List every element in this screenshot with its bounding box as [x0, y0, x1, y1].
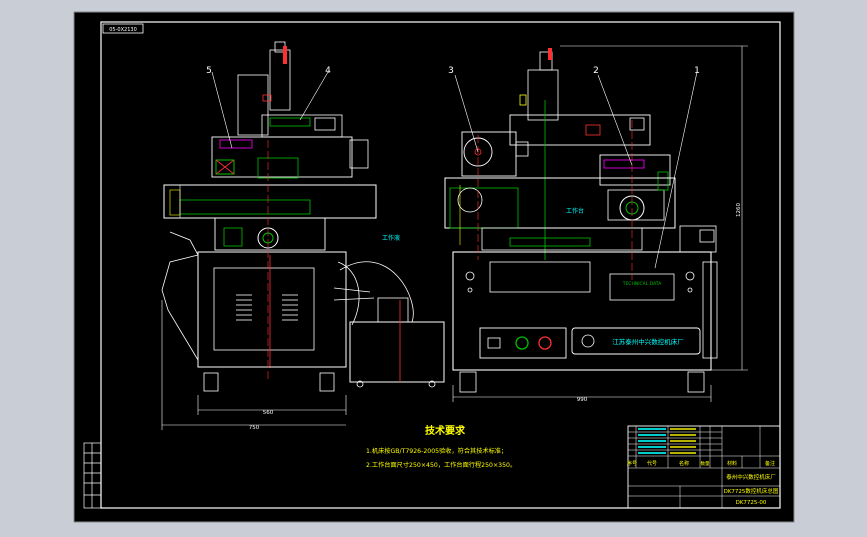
dim-height-right: 1260	[736, 203, 742, 217]
parts-row-3	[638, 440, 666, 442]
dim-width-right: 990	[577, 397, 588, 403]
company-name: 泰州中兴数控机床厂	[726, 473, 776, 481]
parts-row-4	[638, 446, 666, 448]
balloon-3: 3	[448, 66, 454, 76]
code-box-text: 05-0X2130	[109, 27, 137, 33]
header-col-4: 数量	[701, 460, 710, 467]
margin-block	[83, 442, 102, 509]
balloon-5: 5	[206, 66, 212, 76]
balloon-labels: 5 4 3 2 1	[206, 66, 700, 76]
header-col-2: 代号	[647, 460, 657, 467]
nameplate-text: TECHNICAL DATA	[622, 281, 662, 287]
header-col-3: 名称	[679, 460, 689, 467]
header-col-6: 备注	[765, 460, 775, 467]
tech-requirement-line-1: 1.机床按GB/T7926-2005验收，符合其技术标准；	[366, 447, 507, 455]
code-box	[102, 23, 144, 34]
callout-hose: 工作液	[382, 234, 400, 242]
front-label-text: 江苏泰州中兴数控机床厂	[612, 337, 684, 346]
front-view: TECHNICAL DATA 江苏泰州中兴数控机床厂	[211, 45, 748, 402]
drawing-sheet	[73, 11, 795, 523]
front-label-panel	[571, 327, 701, 355]
balloon-4: 4	[325, 66, 331, 76]
callout-table: 工作台	[566, 207, 584, 215]
title-block: 序号 代号 名称 数量 材料 备注 泰州中兴数控机床厂 DK7725数控机床总图…	[627, 425, 781, 509]
drawing-border	[100, 21, 781, 509]
tech-requirement-line-2: 2.工作台面尺寸250×450，工作台面行程250×350。	[366, 461, 516, 469]
balloon-1: 1	[694, 66, 700, 76]
parts-row-1	[638, 428, 666, 430]
header-col-5: 材料	[727, 460, 737, 467]
tech-requirements-title: 技术要求	[425, 424, 466, 437]
balloon-2: 2	[593, 66, 599, 76]
parts-row-2	[638, 434, 666, 436]
drawing-name: DK7725数控机床总图	[724, 487, 779, 495]
parts-row-5	[638, 452, 666, 454]
nameplate	[609, 273, 675, 301]
header-col-1: 序号	[627, 460, 637, 467]
tech-requirements: 技术要求 1.机床按GB/T7926-2005验收，符合其技术标准； 2.工作台…	[366, 424, 516, 469]
side-view	[161, 41, 445, 430]
drawing-number: DK7725-00	[736, 500, 767, 506]
dim-width-left: 560	[263, 410, 274, 416]
dim-width-left-total: 750	[249, 425, 260, 431]
